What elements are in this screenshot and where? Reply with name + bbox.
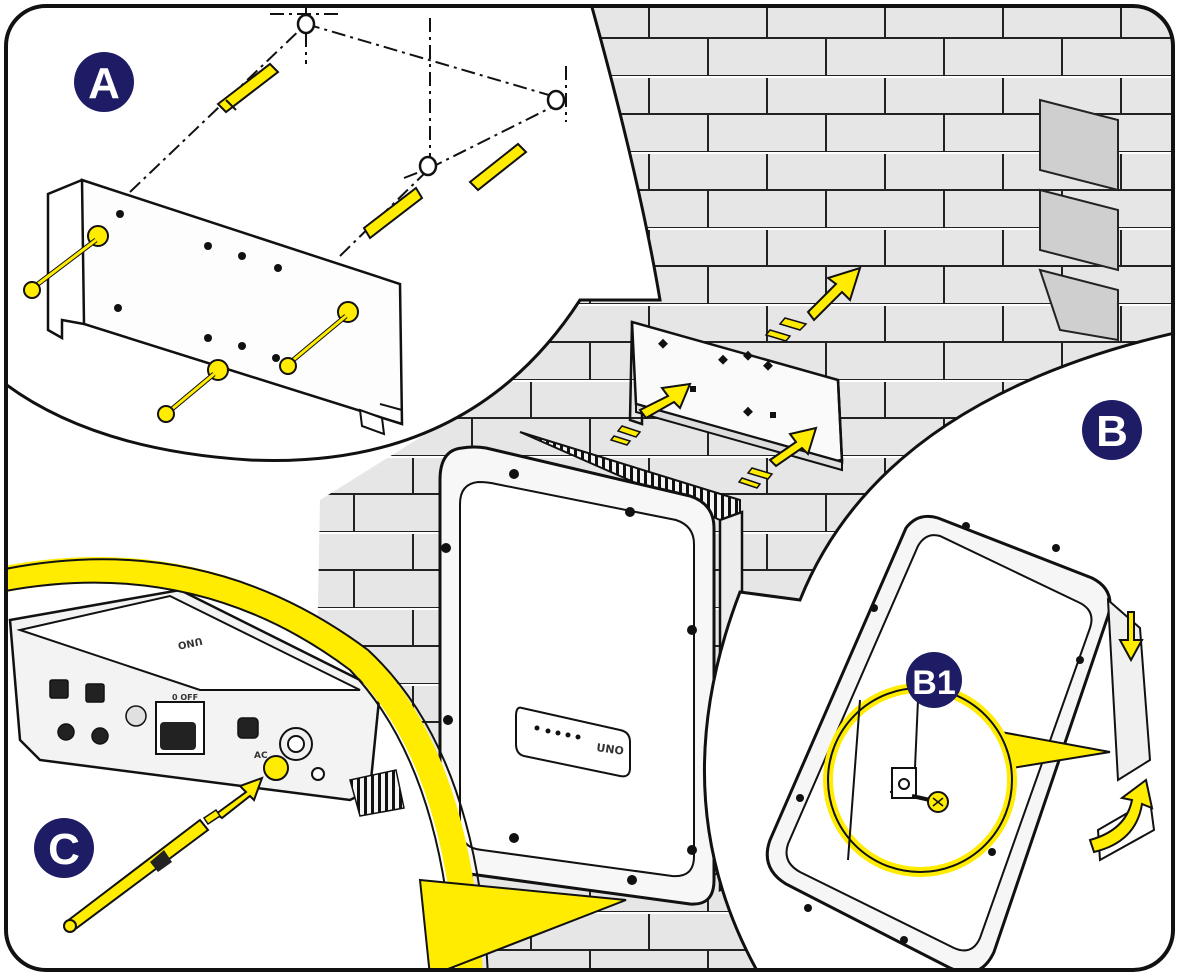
inverter-brand-label: UNO [596, 741, 625, 758]
badge-c-label: C [48, 825, 80, 874]
panel-c: UNO 0 OFF AC [6, 557, 627, 970]
badge-b: B [1082, 400, 1142, 460]
wall-plug-icon [216, 62, 528, 240]
bracket-a [46, 178, 404, 436]
outer-frame [4, 4, 1175, 972]
badge-a-label: A [88, 59, 120, 108]
switch-label: 0 OFF [172, 693, 198, 702]
wall-bracket [628, 320, 844, 472]
yellow-arrow-icon [737, 426, 818, 489]
badge-c: C [34, 818, 94, 878]
screw-icon [911, 791, 949, 813]
screw-icon [157, 359, 229, 423]
badge-b-label: B [1096, 407, 1128, 456]
badge-a: A [74, 52, 134, 112]
panel-a: A [6, 6, 662, 463]
screw-icon [23, 225, 109, 299]
yellow-arrow-icon [202, 776, 264, 826]
badge-b1: B1 [906, 652, 962, 708]
yellow-arrow-icon [1118, 611, 1144, 663]
yellow-arrow-icon [764, 266, 862, 342]
panel-brand-label: UNO [177, 635, 204, 651]
ac-label: AC [254, 751, 268, 761]
panel-b: B1 B [702, 330, 1173, 970]
screw-icon [279, 301, 359, 375]
crimp-tool-icon [63, 818, 210, 933]
yellow-arrow-icon [1088, 778, 1154, 854]
yellow-arrow-icon [609, 382, 692, 446]
badge-b1-label: B1 [912, 664, 955, 702]
inverter-main: UNO [438, 431, 744, 906]
